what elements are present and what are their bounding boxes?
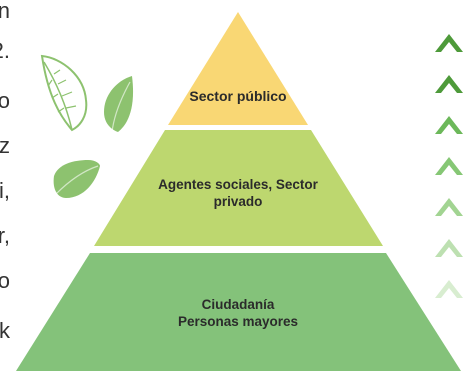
leaf-solid-icon (53, 160, 100, 198)
tier-bottom-shape (16, 253, 461, 371)
chevron-up-icon (435, 239, 463, 257)
tier-top-label: Sector público (168, 88, 308, 105)
tier-top-line-1: Sector público (189, 88, 287, 104)
chevron-up-icon (435, 116, 463, 134)
tier-bottom-line-1: Ciudadanía (201, 297, 275, 312)
left-text-fragment: o (0, 268, 10, 293)
chevron-column (435, 34, 463, 298)
chevron-up-icon (435, 280, 463, 298)
left-text-fragment: r, (0, 223, 10, 248)
chevron-up-icon (435, 198, 463, 216)
chevron-up-icon (435, 34, 463, 52)
tier-bottom-label: Ciudadanía Personas mayores (140, 296, 336, 330)
tier-middle-line-1: Agentes sociales, Sector (158, 177, 318, 192)
tier-middle-label: Agentes sociales, Sector privado (130, 176, 346, 210)
left-text-fragment: 2. (0, 38, 10, 63)
tier-middle-shape (94, 130, 383, 246)
left-text-fragment: n (0, 0, 10, 23)
tier-top-shape (168, 12, 308, 125)
left-text-fragment: o (0, 88, 10, 113)
tier-middle-line-2: privado (213, 194, 263, 209)
chevron-up-icon (435, 157, 463, 175)
left-text-fragment: i, (0, 178, 10, 203)
chevron-up-icon (435, 75, 463, 93)
leaf-solid-icon (104, 76, 134, 133)
left-text-fragment: k (0, 318, 10, 343)
tier-bottom-line-2: Personas mayores (177, 314, 299, 329)
left-text-fragment: z (0, 133, 10, 158)
leaf-outline-icon (40, 54, 88, 132)
